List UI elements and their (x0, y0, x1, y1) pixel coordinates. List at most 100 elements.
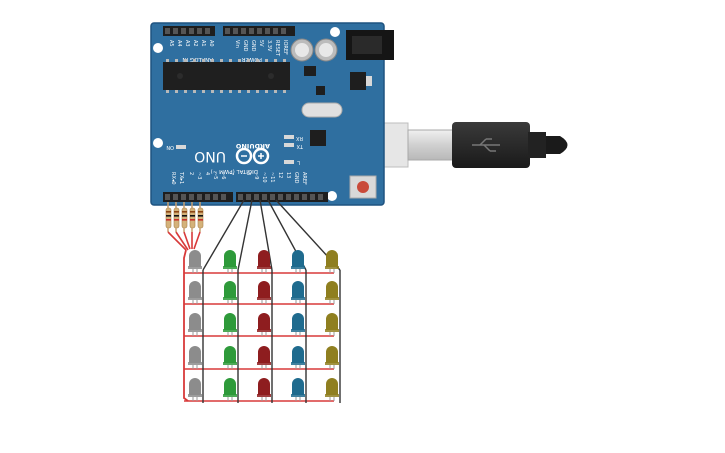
analog-pin-label: A2 (192, 40, 198, 47)
power-pin-label: GND (250, 40, 256, 52)
analog-section-label: ANALOG IN (182, 56, 213, 62)
digital-pin-label: 8 (245, 172, 251, 175)
led-red[interactable] (257, 378, 271, 401)
led-red[interactable] (257, 313, 271, 336)
resistor-band (166, 211, 171, 213)
led-blue[interactable] (291, 281, 305, 304)
led-gray[interactable] (188, 250, 202, 273)
mounting-hole (330, 27, 340, 37)
reset-button-cap[interactable] (357, 181, 369, 193)
led-gray[interactable] (188, 346, 202, 369)
led-rim (291, 266, 305, 269)
led-body (326, 378, 338, 395)
usb-cable-end (546, 136, 568, 154)
led-rim (188, 266, 202, 269)
led-body (292, 281, 304, 298)
wire-red (193, 231, 201, 250)
wire-red (167, 231, 187, 251)
wire-red (175, 231, 189, 251)
tx-led (284, 143, 294, 147)
led-body (189, 346, 201, 363)
led-blue[interactable] (291, 250, 305, 273)
led-blue[interactable] (291, 313, 305, 336)
usb-strain-relief (528, 132, 546, 158)
resistor-band (198, 219, 203, 221)
resistor-band (190, 215, 195, 217)
digital-pin-label: 12 (277, 172, 283, 178)
led-gray[interactable] (188, 378, 202, 401)
led-matrix[interactable] (188, 250, 339, 401)
led-gray[interactable] (188, 281, 202, 304)
mounting-hole (327, 191, 337, 201)
digital-pin-label: 2 (188, 172, 194, 175)
led-olive[interactable] (325, 281, 339, 304)
led-body (292, 313, 304, 330)
wire-red (183, 231, 191, 250)
led-rim (223, 329, 237, 332)
digital-pin-label: ~6 (220, 172, 226, 179)
rx-pin-label: RX◂0 (170, 172, 176, 185)
on-label: ON (166, 144, 174, 150)
power-pin-label: IOREF (282, 40, 288, 55)
board-model: UNO (194, 148, 226, 164)
analog-pin-label: A0 (208, 40, 214, 47)
power-pin-label: GND (242, 40, 248, 52)
digital-pin-label: GND (293, 172, 299, 184)
led-rim (325, 266, 339, 269)
resistor-array[interactable] (165, 202, 204, 232)
led-olive[interactable] (325, 250, 339, 273)
analog-pin-label: A5 (168, 40, 174, 47)
led-blue[interactable] (291, 378, 305, 401)
resistor-band (182, 219, 187, 221)
led-olive[interactable] (325, 313, 339, 336)
wire-black (237, 199, 253, 271)
led-rim (325, 329, 339, 332)
led-red[interactable] (257, 346, 271, 369)
led-gray[interactable] (188, 313, 202, 336)
led-rim (291, 362, 305, 365)
resistor-band (166, 219, 171, 221)
led-rim (257, 362, 271, 365)
led-blue[interactable] (291, 346, 305, 369)
led-rim (257, 394, 271, 397)
led-rim (291, 297, 305, 300)
led-green[interactable] (223, 250, 237, 273)
board-brand: ARDUINO (235, 142, 270, 150)
analog-pin-label: A1 (200, 40, 206, 47)
digital-pin-label: AREF (301, 172, 307, 185)
led-red[interactable] (257, 250, 271, 273)
led-body (326, 281, 338, 298)
led-body (258, 250, 270, 267)
digital-pin-label: ~11 (269, 172, 275, 183)
power-pin-label: 5V (258, 40, 264, 47)
led-body (224, 313, 236, 330)
led-olive[interactable] (325, 346, 339, 369)
tx-pin-label: TX▸1 (178, 171, 184, 184)
led-body (326, 313, 338, 330)
led-green[interactable] (223, 378, 237, 401)
led-rim (257, 297, 271, 300)
led-green[interactable] (223, 346, 237, 369)
resistor-band (182, 211, 187, 213)
power-pin-label: RESET (274, 40, 280, 57)
led-green[interactable] (223, 313, 237, 336)
led-rim (223, 297, 237, 300)
resistor-band (174, 219, 179, 221)
led-rim (325, 394, 339, 397)
arduino-board[interactable]: A0 A1 A2 A3 A4 A5 IOREF RESET 3.3V 5V GN… (150, 22, 394, 206)
led-rim (291, 394, 305, 397)
led-body (326, 346, 338, 363)
led-rim (223, 394, 237, 397)
led-red[interactable] (257, 281, 271, 304)
usb-symbol-icon (472, 138, 500, 152)
led-rim (257, 329, 271, 332)
usb-cable[interactable] (347, 122, 568, 168)
led-green[interactable] (223, 281, 237, 304)
led-olive[interactable] (325, 378, 339, 401)
digital-pin-label: ~10 (261, 172, 267, 183)
resistor-band (174, 215, 179, 217)
digital-pin-label: ~5 (212, 172, 218, 179)
led-body (224, 281, 236, 298)
resistor-band (182, 215, 187, 217)
